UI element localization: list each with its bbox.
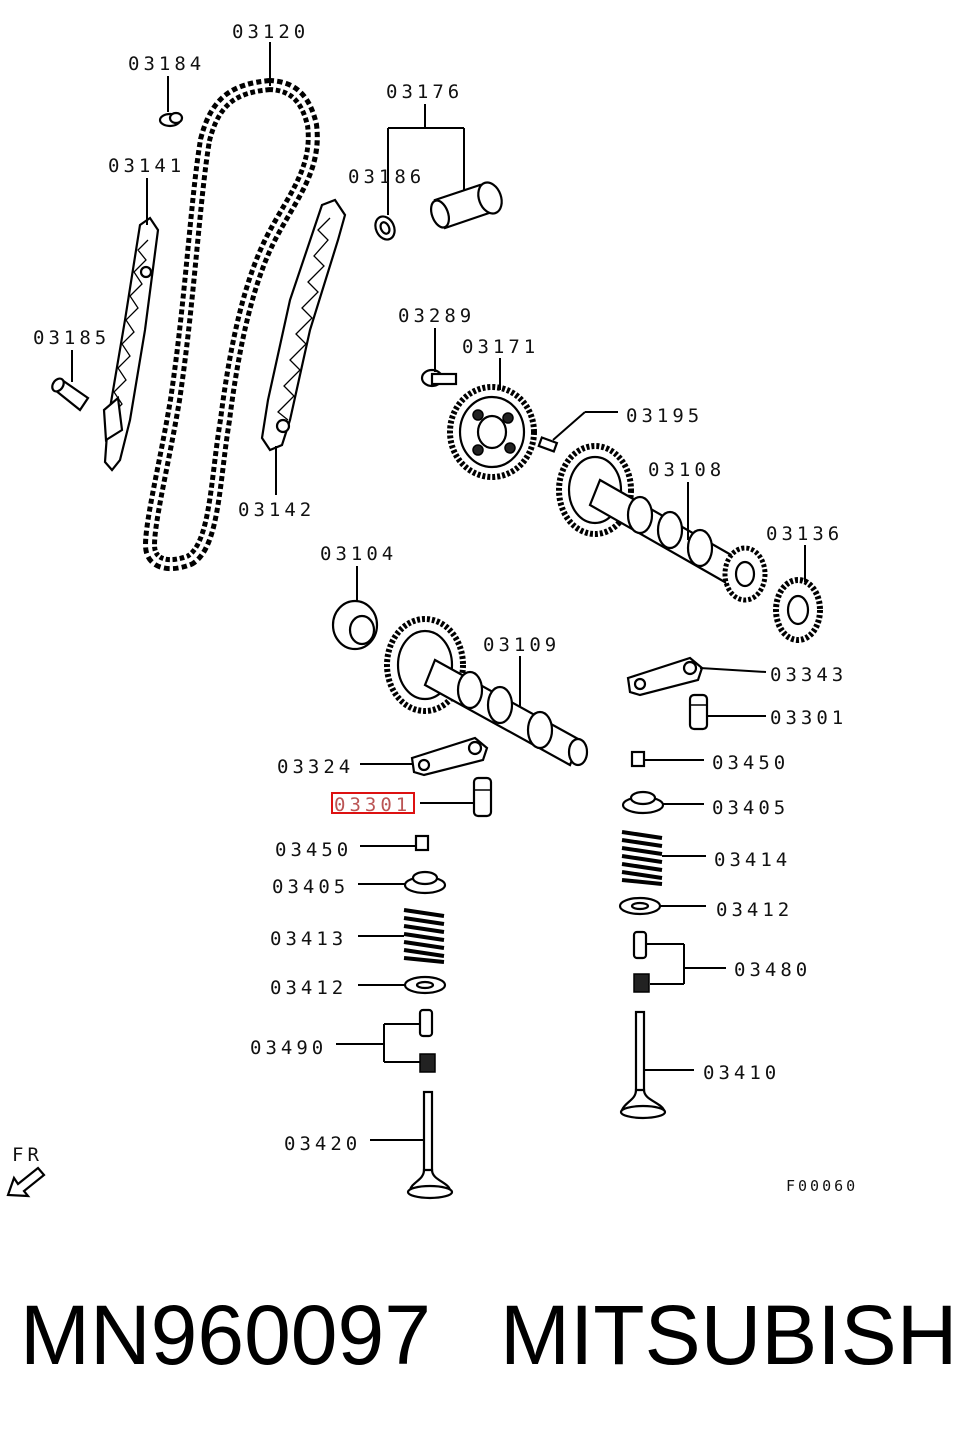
part-03450-left [414, 834, 430, 852]
label-03412-left: 03412 [270, 977, 347, 999]
label-03413: 03413 [270, 928, 347, 950]
footer: MN960097 MITSUBISHI [0, 1280, 960, 1400]
part-03195 [537, 436, 559, 453]
label-03450-right: 03450 [712, 752, 789, 774]
part-03450-right [630, 750, 646, 768]
part-number: MN960097 [20, 1288, 431, 1382]
part-03185 [51, 377, 90, 412]
label-03176: 03176 [386, 81, 463, 103]
label-03142: 03142 [238, 499, 315, 521]
part-03343-rocker-arm [626, 656, 704, 697]
part-03184 [158, 111, 184, 128]
timing-chain [142, 77, 320, 572]
label-03184: 03184 [128, 53, 205, 75]
label-03109: 03109 [483, 634, 560, 656]
label-03412-right: 03412 [716, 899, 793, 921]
front-label: FR [12, 1144, 43, 1166]
label-03185: 03185 [33, 327, 110, 349]
label-03136: 03136 [766, 523, 843, 545]
part-03324-rocker-arm [410, 736, 489, 777]
label-03480: 03480 [734, 959, 811, 981]
part-03104 [331, 599, 379, 651]
label-03343: 03343 [770, 664, 847, 686]
parts-diagram: 03120 03184 03176 03141 03186 03185 0328… [6, 21, 858, 1200]
part-03109-camshaft [384, 616, 589, 767]
label-03104: 03104 [320, 543, 397, 565]
label-03120: 03120 [232, 21, 309, 43]
brand-name: MITSUBISHI [500, 1288, 960, 1382]
part-03176 [429, 181, 503, 230]
part-03480-guide [632, 930, 650, 993]
part-03186 [374, 215, 396, 241]
part-03420-valve [406, 1090, 454, 1200]
label-03301-left: 03301 [334, 794, 411, 816]
label-03450-left: 03450 [275, 839, 352, 861]
part-03405-left [403, 870, 447, 895]
chain-guide-left [102, 216, 160, 472]
label-03410: 03410 [703, 1062, 780, 1084]
part-03171-sprocket [447, 384, 537, 480]
label-03171: 03171 [462, 336, 539, 358]
label-03301-right: 03301 [770, 707, 847, 729]
leader-lines [71, 42, 806, 1141]
part-03136-gear [773, 577, 823, 643]
part-03405-right [621, 790, 665, 815]
part-03301-right [688, 693, 709, 731]
label-03195: 03195 [626, 405, 703, 427]
part-03108-camshaft [556, 443, 768, 603]
label-03289: 03289 [398, 305, 475, 327]
label-03141: 03141 [108, 155, 185, 177]
part-03412-left [403, 975, 447, 995]
label-03405-left: 03405 [272, 876, 349, 898]
label-03405-right: 03405 [712, 797, 789, 819]
part-03414-spring [621, 828, 663, 886]
highlight-box-03301 [331, 792, 415, 814]
part-03413-spring [403, 906, 445, 964]
front-arrow-icon [6, 1166, 46, 1198]
figure-code: F00060 [786, 1177, 858, 1195]
label-03414: 03414 [714, 849, 791, 871]
part-03412-right [618, 896, 662, 916]
part-03410-valve [619, 1010, 667, 1120]
label-03420: 03420 [284, 1133, 361, 1155]
part-03490-guide [418, 1008, 436, 1073]
label-03490: 03490 [250, 1037, 327, 1059]
part-03301-left [472, 776, 493, 818]
chain-tensioner-right [260, 198, 347, 452]
label-03186: 03186 [348, 166, 425, 188]
label-03324: 03324 [277, 756, 354, 778]
label-03108: 03108 [648, 459, 725, 481]
part-03289 [420, 368, 458, 388]
